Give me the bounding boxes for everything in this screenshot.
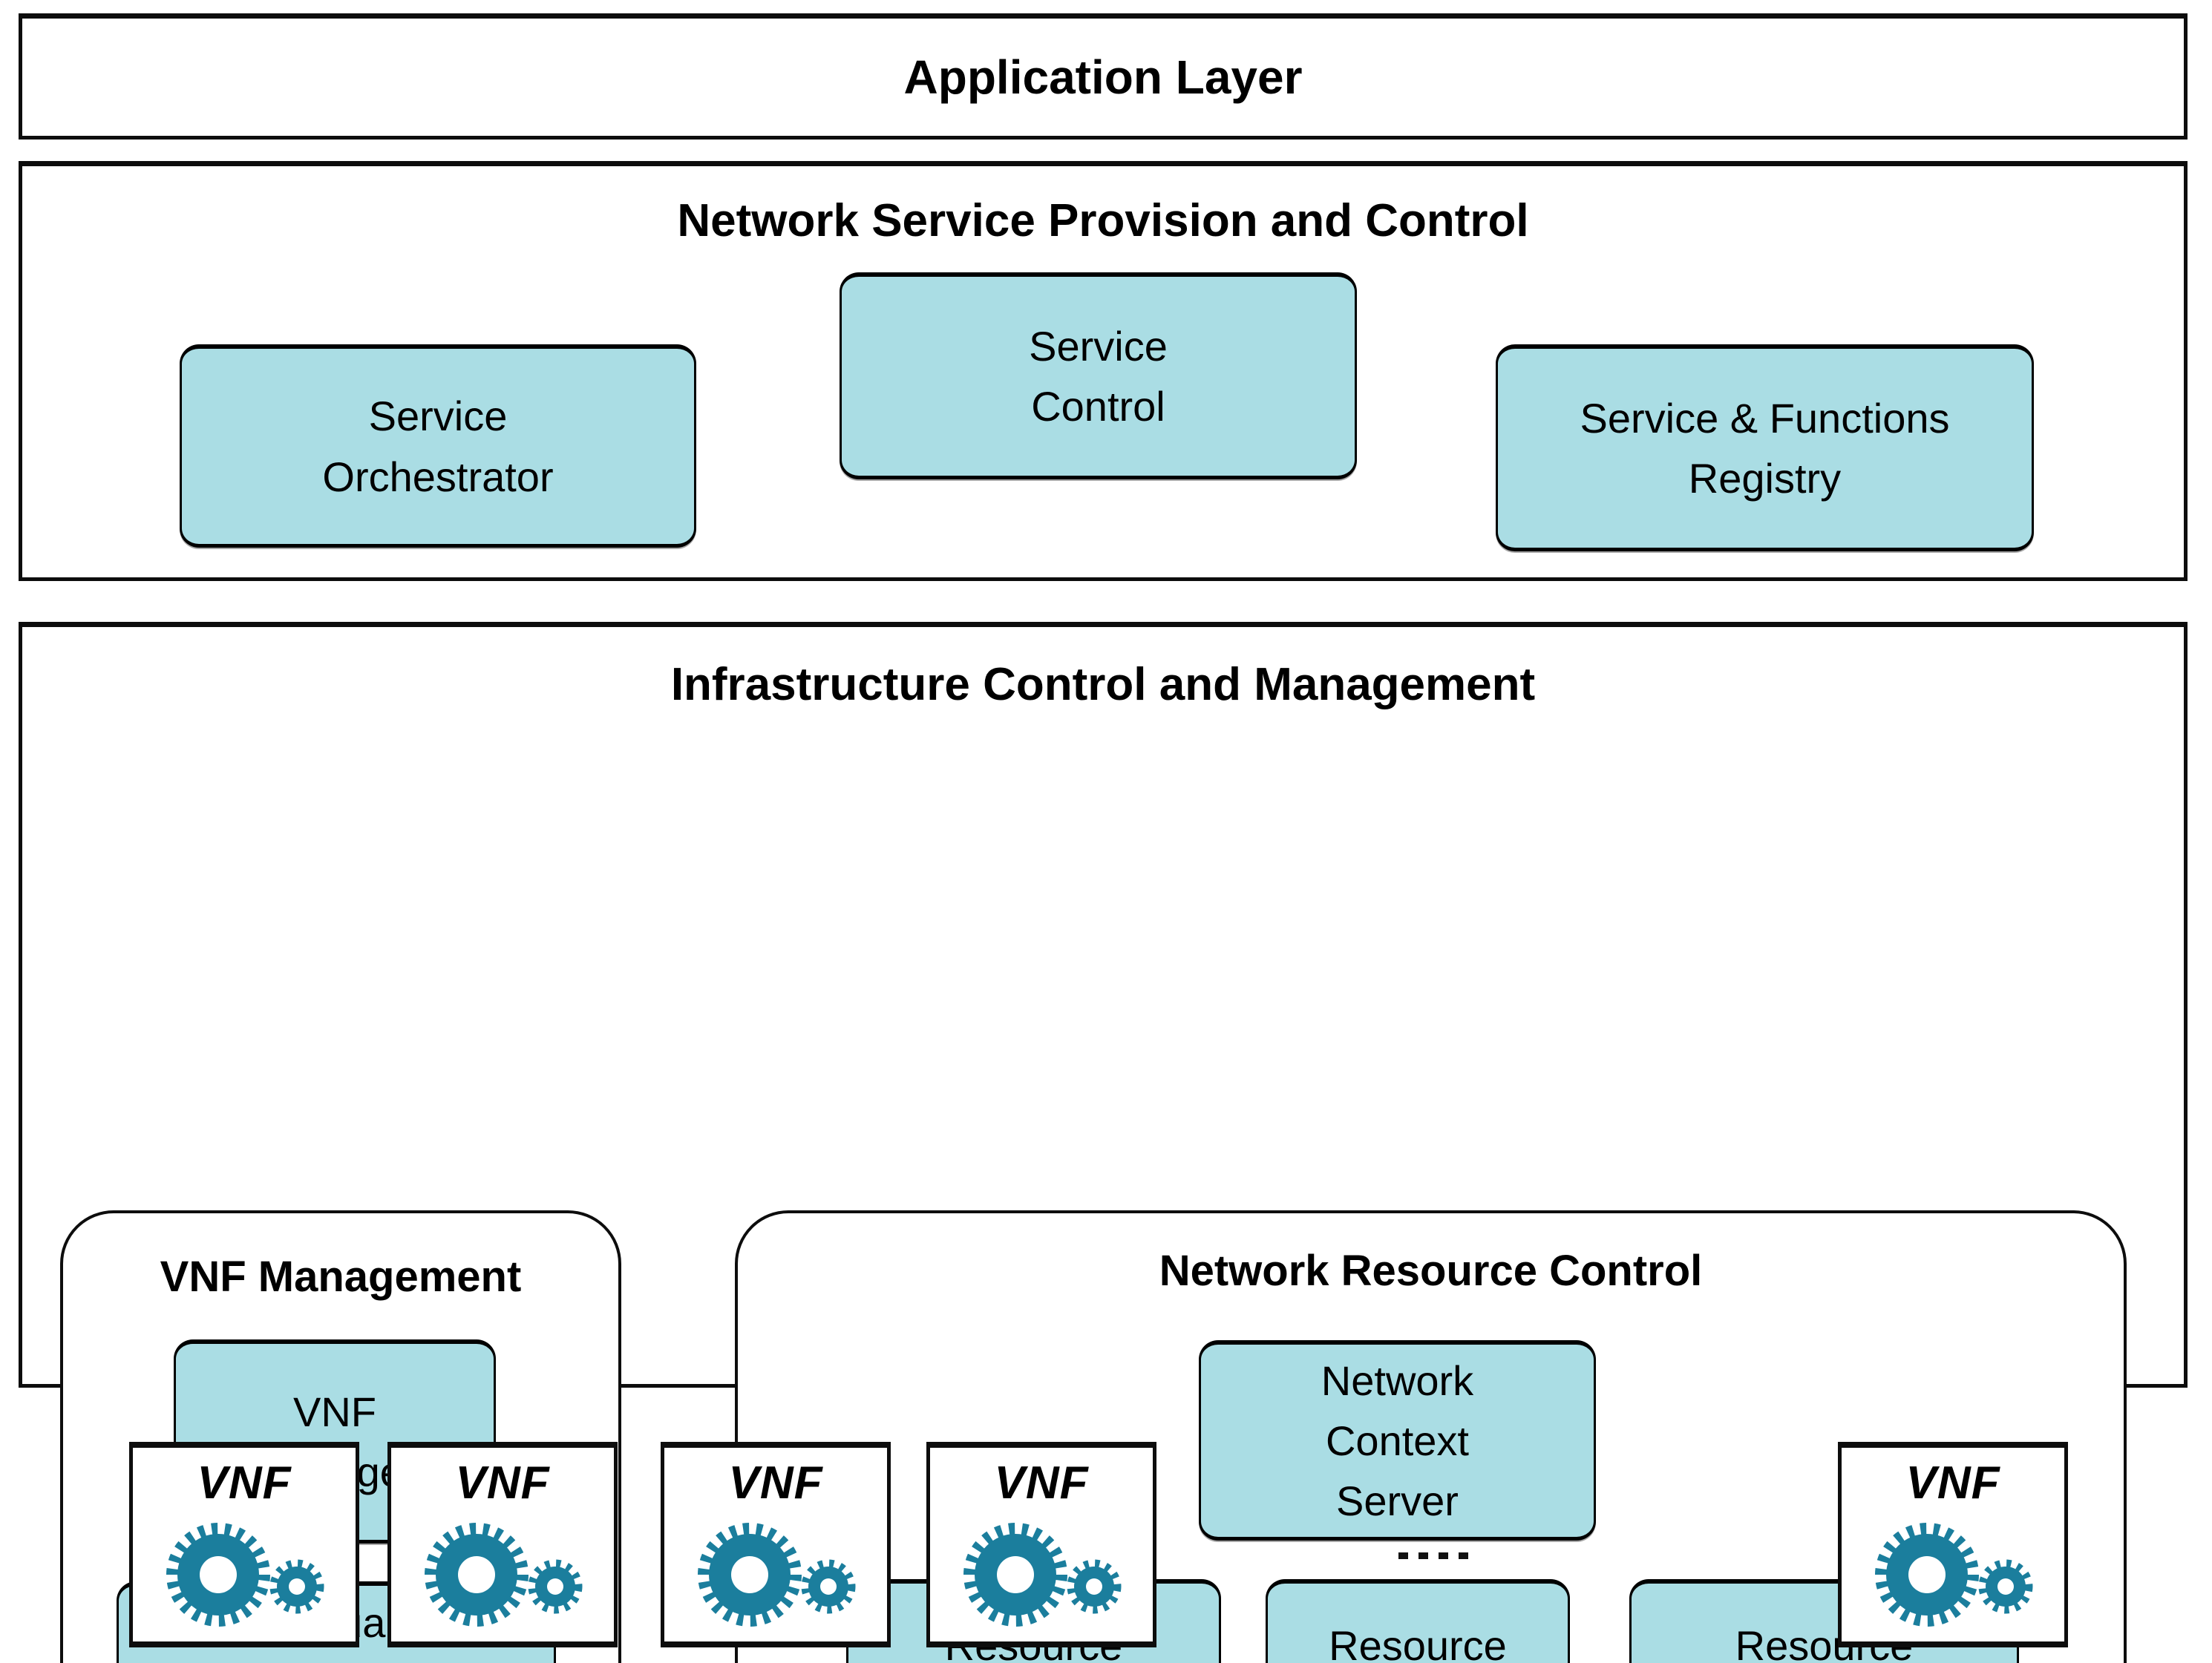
- ellipsis-dot: [1419, 1552, 1428, 1559]
- vnf-management-title: VNF Management: [160, 1253, 522, 1301]
- gears-icon: [962, 1521, 1122, 1633]
- infrastructure-control-section: Infrastructure Control and Management VN…: [19, 622, 2188, 1663]
- ellipsis-dot: [1459, 1552, 1468, 1559]
- vnf-box: VNF: [926, 1442, 1156, 1647]
- vnf-label: VNF: [994, 1457, 1089, 1509]
- network-service-provision-section: Network Service Provision and Control Se…: [19, 161, 2188, 581]
- vnf-label: VNF: [197, 1457, 292, 1509]
- network-service-provision-title: Network Service Provision and Control: [677, 195, 1529, 246]
- vnf-box: VNF: [1838, 1442, 2068, 1647]
- service-control-node: Service Control: [840, 272, 1357, 479]
- vnf-label: VNF: [728, 1457, 823, 1509]
- vnf-label: VNF: [455, 1457, 550, 1509]
- infrastructure-control-title: Infrastructure Control and Management: [670, 659, 1536, 710]
- gears-icon: [423, 1521, 583, 1633]
- network-context-server-node: Network Context Server: [1199, 1340, 1596, 1541]
- vnf-label: VNF: [1905, 1457, 2000, 1509]
- vnf-box: VNF: [129, 1442, 359, 1647]
- gears-icon: [1874, 1521, 2033, 1633]
- ellipsis-dot: [1439, 1552, 1448, 1559]
- ellipsis-icon: [1398, 1552, 1468, 1559]
- application-layer-title: Application Layer: [903, 50, 1303, 104]
- service-functions-registry-node: Service & Functions Registry: [1496, 344, 2034, 551]
- resource-discovery-node: Resource Discovery: [1266, 1579, 1570, 1663]
- ellipsis-dot: [1398, 1552, 1408, 1559]
- vnf-box: VNF: [661, 1442, 891, 1647]
- service-orchestrator-node: Service Orchestrator: [180, 344, 696, 548]
- gears-icon: [165, 1521, 324, 1633]
- vnf-box: VNF: [387, 1442, 618, 1647]
- network-resource-control-title: Network Resource Control: [1159, 1247, 1703, 1295]
- application-layer-section: Application Layer: [19, 13, 2188, 140]
- gears-icon: [696, 1521, 856, 1633]
